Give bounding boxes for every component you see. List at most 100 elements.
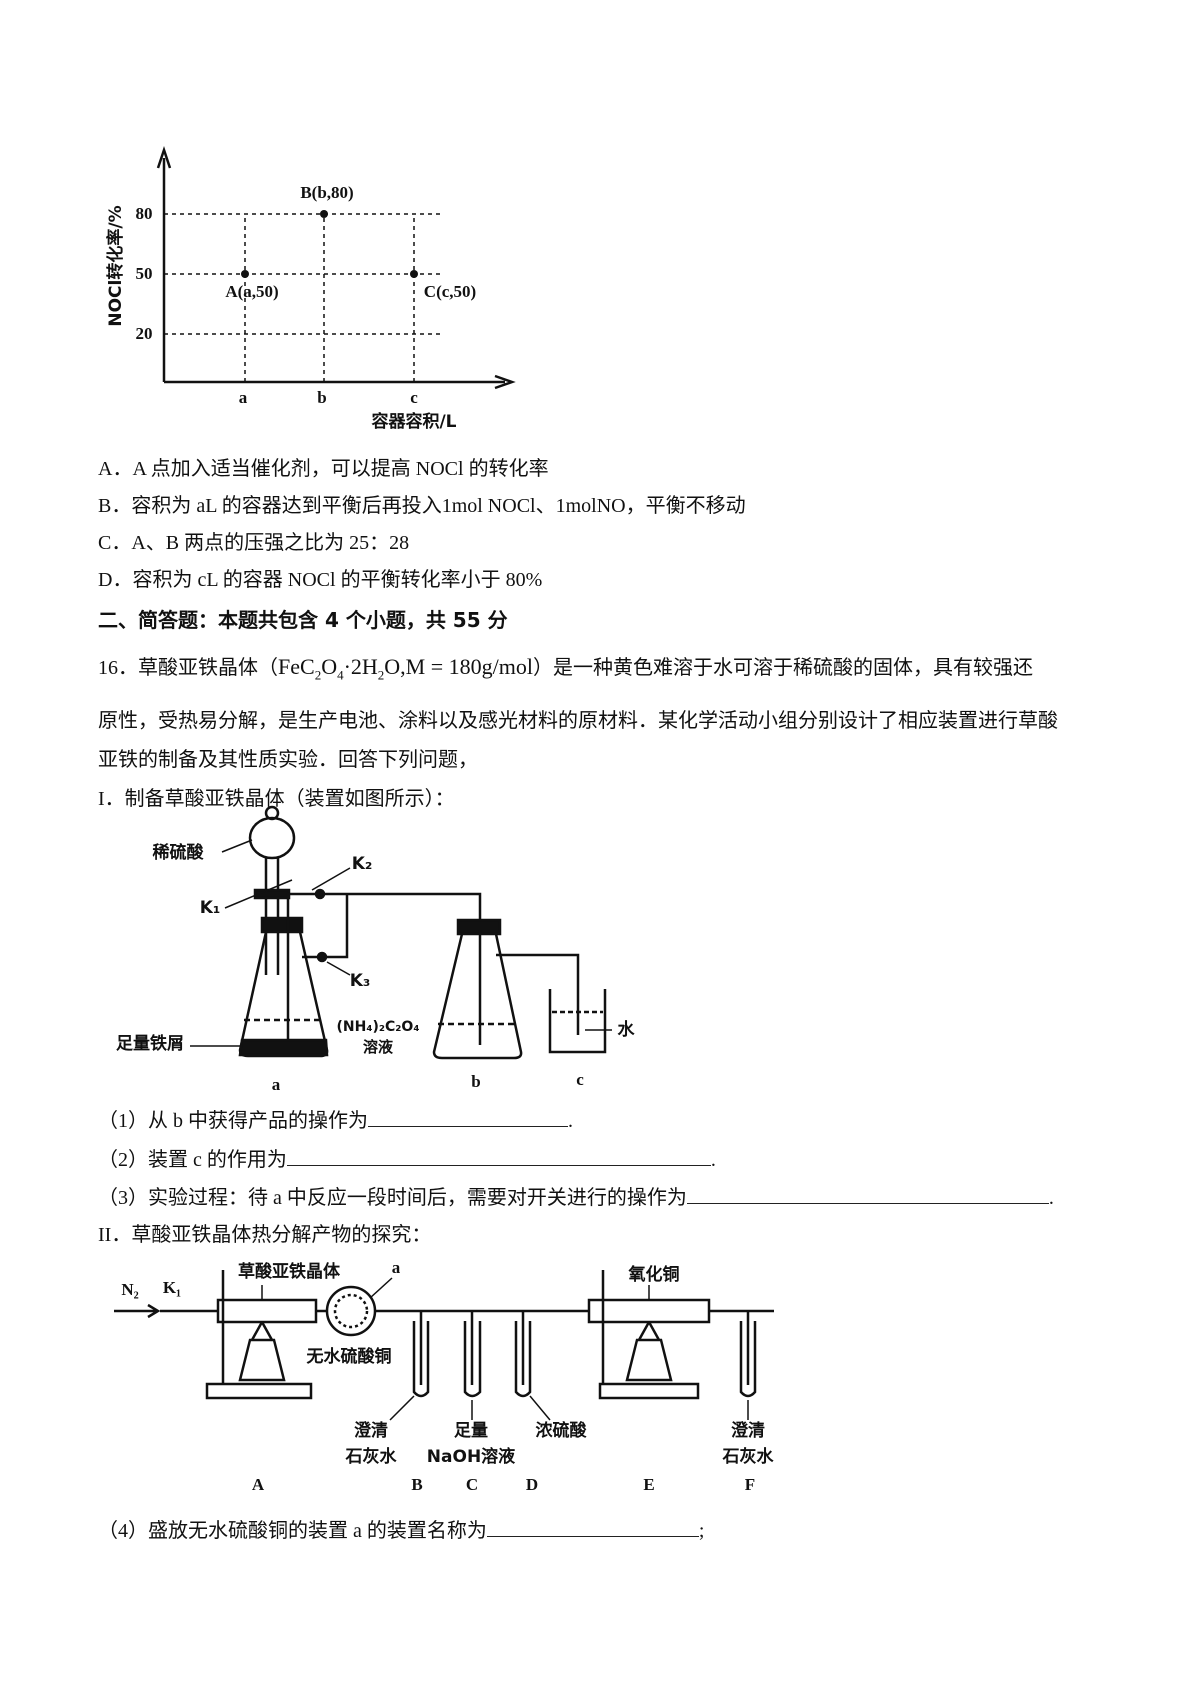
semicolon: ; [698, 1520, 705, 1542]
alcohol-lamp-e-icon [625, 1321, 673, 1382]
label-naoh-2: NaOH溶液 [426, 1447, 516, 1467]
label-limewater-f-1: 澄清 [731, 1421, 765, 1441]
label-a-fig2: a [391, 1258, 401, 1277]
label-b: b [471, 1072, 481, 1091]
point-label-a: A(a,50) [225, 282, 279, 301]
label-solution: 溶液 [362, 1038, 394, 1056]
y-tick-20: 20 [135, 324, 153, 343]
label-ammonium-oxalate: (NH₄)₂C₂O₄ [336, 1019, 420, 1035]
hard-glass-tube-e-icon [587, 1298, 711, 1324]
answer-blank-3[interactable] [686, 1185, 1049, 1204]
test-tube-f-icon [739, 1311, 757, 1398]
label-limewater-f-2: 石灰水 [722, 1447, 774, 1467]
question-3: （3）实验过程：待 a 中反应一段时间后，需要对开关进行的操作为. [98, 1185, 1054, 1210]
beaker-c-icon [548, 989, 607, 1054]
label-A: A [251, 1475, 265, 1494]
formula-sub: 4 [337, 667, 344, 683]
connecting-tube [286, 892, 482, 930]
formula-part: FeC [278, 654, 315, 679]
question-2: （2）装置 c 的作用为. [98, 1147, 716, 1172]
y-tick-50: 50 [135, 264, 153, 283]
option-b: B．容积为 aL 的容器达到平衡后再投入1mol NOCl、1molNO，平衡不… [98, 495, 746, 517]
label-naoh-1: 足量 [454, 1421, 488, 1441]
y-tick-80: 80 [135, 204, 153, 223]
part1-title: I．制备草酸亚铁晶体（装置如图所示）： [98, 788, 455, 810]
label-E: E [643, 1475, 655, 1494]
label-limewater-b-2: 石灰水 [345, 1447, 397, 1467]
option-d: D．容积为 cL 的容器 NOCl 的平衡转化率小于 80% [98, 569, 543, 591]
section-heading: 二、简答题：本题共包含 4 个小题，共 55 分 [98, 608, 508, 632]
test-tube-d-icon [514, 1311, 532, 1398]
question-1: （1）从 b 中获得产品的操作为. [98, 1108, 573, 1133]
conical-flask-b-icon [432, 918, 580, 1060]
question-2-text: （2）装置 c 的作用为 [98, 1149, 287, 1171]
label-dilute-sulfuric-acid: 稀硫酸 [152, 843, 204, 863]
period: . [710, 1149, 716, 1171]
label-limewater-b-1: 澄清 [354, 1421, 388, 1441]
label-k2: K₂ [351, 854, 373, 874]
hard-glass-tube-a-icon [216, 1298, 318, 1324]
preparation-apparatus [190, 805, 612, 1060]
alcohol-lamp-a-icon [238, 1321, 286, 1382]
formula-part: O [321, 654, 338, 679]
q16-line3: 亚铁的制备及其性质实验．回答下列问题， [98, 749, 478, 771]
q16-line2: 原性，受热易分解，是生产电池、涂料以及感光材料的原材料．某化学活动小组分别设计了… [98, 710, 1058, 732]
label-k1: K₁ [199, 898, 221, 918]
label-k3: K₃ [349, 971, 371, 991]
label-c: c [576, 1070, 584, 1089]
label-F: F [744, 1475, 756, 1494]
label-iron-filings: 足量铁屑 [116, 1034, 184, 1054]
question-3-text: （3）实验过程：待 a 中反应一段时间后，需要对开关进行的操作为 [98, 1187, 687, 1209]
label-C: C [465, 1475, 479, 1494]
point-label-c: C(c,50) [423, 282, 477, 301]
option-c: C．A、B 两点的压强之比为 25：28 [98, 532, 410, 554]
x-tick-b: b [317, 388, 327, 407]
option-a: A．A 点加入适当催化剂，可以提高 NOCl 的转化率 [98, 458, 549, 480]
label-n2: N₂ [121, 1280, 139, 1299]
formula-part: ·2H [343, 654, 378, 679]
point-label-b: B(b,80) [300, 183, 354, 202]
label-water: 水 [617, 1020, 635, 1040]
x-tick-a: a [238, 388, 248, 407]
data-point-c [410, 270, 418, 278]
arrow-icon [114, 1303, 161, 1319]
question-1-text: （1）从 b 中获得产品的操作为 [98, 1110, 368, 1132]
test-tube-c-icon [463, 1311, 482, 1398]
answer-blank-4[interactable] [486, 1518, 699, 1537]
label-ferrous-oxalate: 草酸亚铁晶体 [238, 1262, 340, 1282]
period: . [1048, 1187, 1054, 1209]
formula-part: O,M = 180g/mol [384, 654, 533, 679]
label-D: D [525, 1475, 539, 1494]
valve-k2-icon [314, 888, 326, 900]
data-point-a [241, 270, 249, 278]
decomposition-apparatus [114, 1270, 774, 1421]
x-tick-c: c [410, 388, 418, 407]
q16-suffix: ）是一种黄色难溶于水可溶于稀硫酸的固体，具有较强还 [533, 657, 1033, 679]
part2-title: II．草酸亚铁晶体热分解产物的探究： [98, 1224, 432, 1246]
separatory-funnel-icon [248, 805, 296, 975]
label-copper-oxide: 氧化铜 [628, 1265, 680, 1285]
label-B: B [411, 1475, 423, 1494]
x-axis-label: 容器容积/L [371, 412, 457, 432]
x-axis [164, 374, 516, 390]
q16-prefix: 16．草酸亚铁晶体（ [98, 657, 278, 679]
formula-sub: 2 [314, 667, 322, 683]
formula-sub: 2 [377, 667, 385, 683]
q16-intro: 16．草酸亚铁晶体（FeC2O4·2H2O,M = 180g/mol）是一种黄色… [98, 655, 1033, 687]
y-axis [156, 146, 172, 382]
label-anhydrous-cuso4: 无水硫酸铜 [306, 1347, 392, 1367]
answer-blank-2[interactable] [286, 1147, 711, 1166]
label-conc-h2so4: 浓硫酸 [535, 1421, 587, 1441]
conversion-chart [156, 146, 516, 390]
drying-tube-ball-icon [325, 1285, 377, 1337]
question-4-text: （4）盛放无水硫酸铜的装置 a 的装置名称为 [98, 1520, 487, 1542]
data-point-b [320, 210, 328, 218]
label-a: a [271, 1075, 281, 1094]
valve-k3-icon [316, 951, 328, 963]
conical-flask-a-icon [238, 916, 329, 1058]
question-4: （4）盛放无水硫酸铜的装置 a 的装置名称为; [98, 1518, 704, 1543]
period: . [568, 1110, 573, 1132]
formula: FeC2O4·2H2O,M = 180g/mol [278, 654, 533, 683]
label-k1-fig2: K₁ [162, 1278, 182, 1297]
answer-blank-1[interactable] [368, 1108, 568, 1127]
